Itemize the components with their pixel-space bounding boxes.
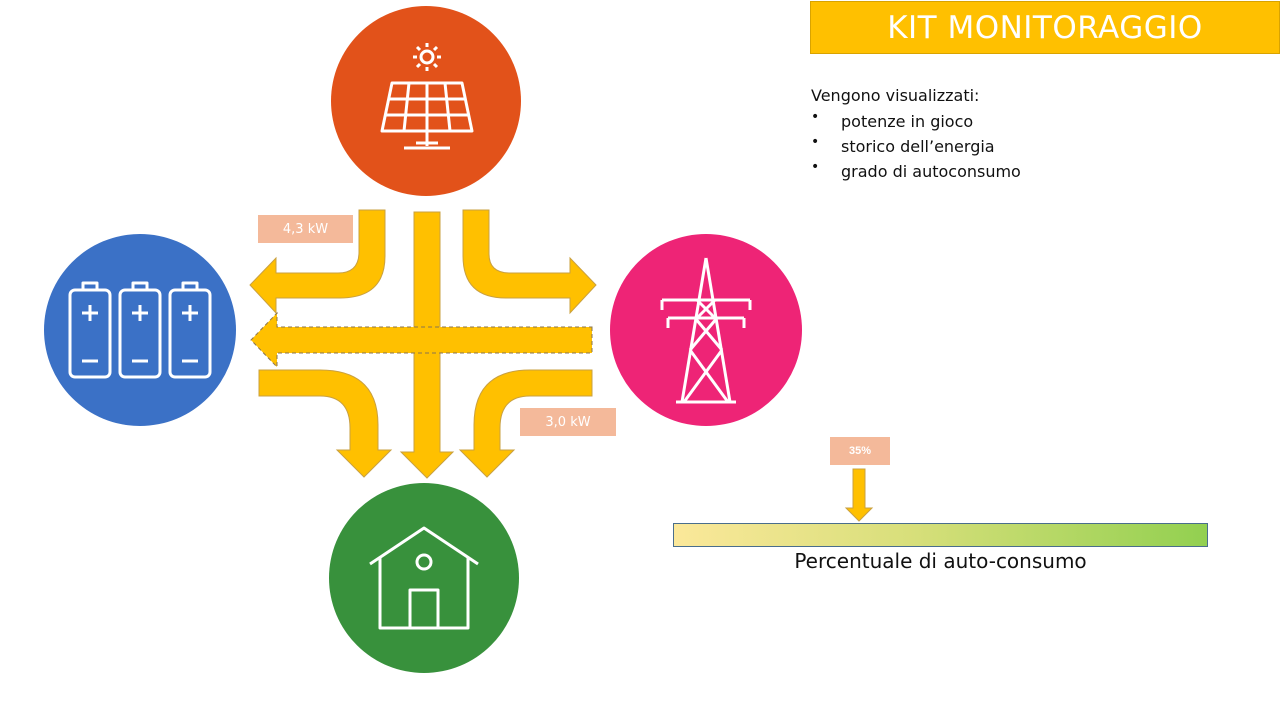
solar-node (331, 6, 521, 196)
battery-node (44, 234, 236, 426)
info-panel: Vengono visualizzati: potenze in gioco s… (811, 86, 1021, 184)
percent-pointer-arrow (844, 468, 874, 522)
arrow-solar-to-battery (249, 209, 386, 315)
home-node (329, 483, 519, 673)
self-consumption-caption: Percentuale di auto-consumo (794, 549, 1087, 573)
list-item: grado di autoconsumo (811, 155, 1021, 184)
grid-node (610, 234, 802, 426)
self-consumption-percent: 35% (830, 437, 890, 465)
house-icon (369, 526, 479, 630)
title-banner: KIT MONITORAGGIO (810, 1, 1280, 54)
battery-icon (68, 281, 212, 379)
arrow-grid-to-home (458, 369, 593, 478)
arrow-battery-to-home (258, 369, 393, 478)
arrow-solar-to-grid (462, 209, 597, 315)
info-heading: Vengono visualizzati: (811, 86, 980, 105)
page-title: KIT MONITORAGGIO (887, 9, 1203, 46)
self-consumption-scale-bar (673, 523, 1208, 547)
info-list: potenze in gioco storico dell’energia gr… (811, 105, 1021, 184)
list-item: potenze in gioco (811, 105, 1021, 134)
solar-panel-icon (380, 43, 474, 150)
list-item: storico dell’energia (811, 130, 1021, 159)
power-pylon-icon (660, 257, 752, 404)
arrow-grid-to-battery (250, 311, 593, 369)
power-label-grid-home: 3,0 kW (520, 408, 616, 436)
power-label-solar-battery: 4,3 kW (258, 215, 353, 243)
flow-arrows (249, 209, 597, 479)
